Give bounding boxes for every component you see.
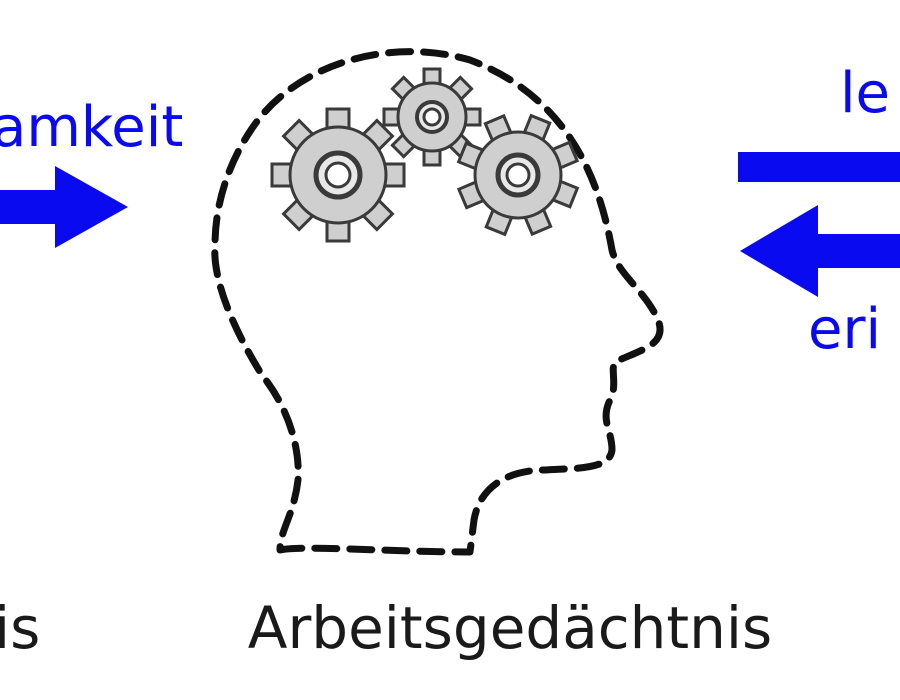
right-bottom-label: eri xyxy=(808,297,881,362)
gear-right-icon xyxy=(456,113,580,237)
left-arrow-label: amkeit xyxy=(0,95,183,160)
gears-icon xyxy=(270,67,580,243)
right-left-arrow xyxy=(740,205,900,297)
center-bottom-label: Arbeitsgedächtnis xyxy=(248,594,772,662)
gear-middle-icon xyxy=(382,67,482,167)
gear-left-icon xyxy=(270,107,406,243)
left-arrow-head xyxy=(55,166,128,248)
right-top-arrow-shaft xyxy=(738,152,900,182)
head-outline-icon xyxy=(211,48,664,556)
left-right-arrow xyxy=(0,166,128,248)
left-bottom-label: is xyxy=(0,594,40,662)
right-top-label: le xyxy=(840,61,890,126)
right-bottom-arrow-shaft xyxy=(805,234,900,268)
right-bottom-arrow-head xyxy=(740,205,818,297)
